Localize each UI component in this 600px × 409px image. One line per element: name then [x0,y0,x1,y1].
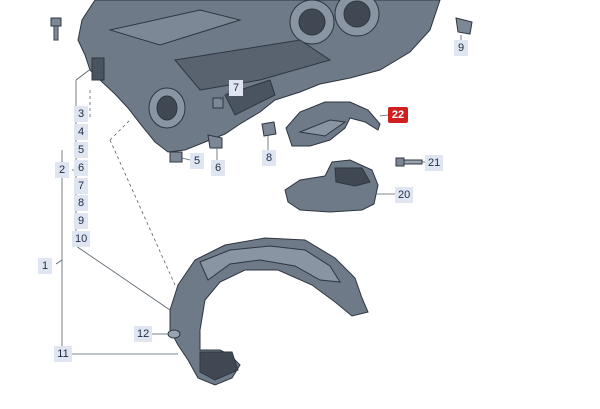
callout-8-clip: 8 [262,150,276,166]
callout-10: 10 [72,231,90,247]
callout-9: 9 [74,213,88,229]
callout-5-clip: 5 [190,153,204,169]
air-duct [169,237,369,386]
clip-part-7 [212,97,224,109]
callout-7: 7 [74,178,88,194]
callout-1: 1 [38,258,52,274]
callout-4: 4 [74,124,88,140]
steering-column-lower-trim [284,159,379,213]
clip-part-5 [169,151,183,163]
clip-part-9 [455,17,473,35]
callout-3: 3 [74,106,88,122]
callout-20: 20 [395,187,413,203]
callout-9-clip: 9 [454,40,468,56]
clip-part-6 [207,134,223,149]
callout-2: 2 [55,162,69,178]
callout-8: 8 [74,195,88,211]
callout-22-highlighted: 22 [388,107,408,123]
callout-6-clip: 6 [211,160,225,176]
screw-part-21 [395,157,423,167]
callout-5: 5 [74,142,88,158]
callout-12: 12 [134,326,152,342]
clip-part-12 [167,329,181,339]
dashed-leaders [89,90,176,286]
dashboard-assembly [77,0,441,153]
clip-part-8 [261,121,277,137]
callout-21: 21 [425,155,443,171]
callout-7-clip: 7 [229,80,243,96]
steering-column-upper-trim [285,101,381,147]
callout-6: 6 [74,160,88,176]
callout-11: 11 [54,346,72,362]
